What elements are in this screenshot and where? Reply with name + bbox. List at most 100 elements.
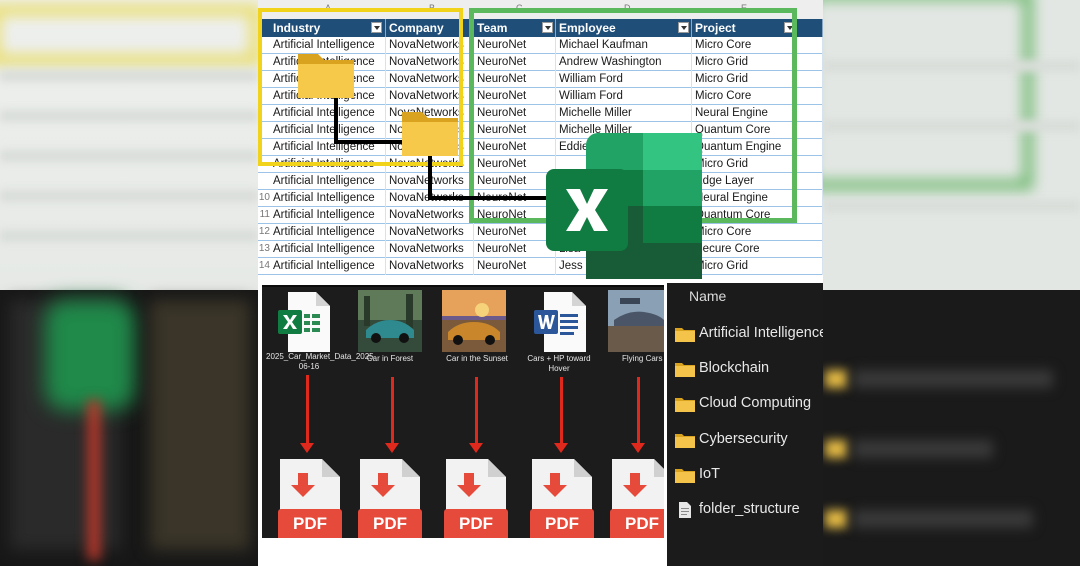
table-cell[interactable]: Artificial Intelligence <box>270 241 386 258</box>
excel-file-icon[interactable] <box>274 290 334 354</box>
filter-dropdown-icon[interactable] <box>542 22 553 33</box>
table-cell[interactable]: Andrew Washington <box>556 54 692 71</box>
table-cell[interactable]: Artificial Intelligence <box>270 122 386 139</box>
table-cell[interactable]: NeuroNet <box>474 37 556 54</box>
table-cell[interactable]: Artificial Intelligence <box>270 207 386 224</box>
table-cell[interactable]: Micro Core <box>692 37 823 54</box>
row-number[interactable]: 13 <box>258 243 270 254</box>
white-margin <box>258 285 262 538</box>
table-cell[interactable]: Micro Core <box>692 224 823 241</box>
folder-icon <box>402 112 458 156</box>
table-cell[interactable]: Micro Grid <box>692 258 823 275</box>
folder-list-item[interactable]: Cloud Computing <box>675 393 823 415</box>
table-cell[interactable]: Neural Engine <box>692 190 823 207</box>
file-icon <box>679 502 691 518</box>
pdf-file-icon[interactable]: PDF <box>530 457 594 538</box>
table-cell[interactable]: Micro Grid <box>692 71 823 88</box>
folder-name-label: Blockchain <box>699 360 770 376</box>
table-cell[interactable]: Artificial Intelligence <box>270 105 386 122</box>
table-cell[interactable]: Quantum Core <box>692 122 823 139</box>
folder-icon <box>675 398 695 412</box>
table-cell[interactable]: NeuroNet <box>474 54 556 71</box>
table-cell[interactable]: Micro Grid <box>692 156 823 173</box>
header-cell-employee[interactable]: Employee <box>556 19 692 37</box>
header-cell-industry[interactable]: Industry <box>270 19 386 37</box>
file-name-label: Flying Cars <box>622 354 663 363</box>
table-cell[interactable]: NovaNetworks <box>386 241 474 258</box>
file-name-label: 2025_Car_Market_Data_2025-06-16 <box>266 352 377 371</box>
folder-list-item[interactable]: folder_structure <box>675 499 823 521</box>
table-cell[interactable]: Artificial Intelligence <box>270 139 386 156</box>
filter-dropdown-icon[interactable] <box>678 22 689 33</box>
table-cell[interactable]: NovaNetworks <box>386 258 474 275</box>
folder-list-item[interactable]: IoT <box>675 464 823 486</box>
word-file-icon[interactable] <box>530 290 590 354</box>
flying-cars-thumbnail[interactable] <box>608 290 664 352</box>
table-cell[interactable]: NovaNetworks <box>386 207 474 224</box>
table-cell[interactable]: William Ford <box>556 71 692 88</box>
table-cell[interactable]: Secure Core <box>692 241 823 258</box>
table-cell[interactable]: Michael Kaufman <box>556 37 692 54</box>
table-cell[interactable]: NeuroNet <box>474 88 556 105</box>
pdf-label: PDF <box>545 514 579 533</box>
conversion-arrow <box>637 377 640 445</box>
conversion-arrow <box>391 377 394 445</box>
arrow-head-icon <box>385 443 399 453</box>
table-cell[interactable]: Quantum Engine <box>692 139 823 156</box>
table-cell[interactable]: Artificial Intelligence <box>270 190 386 207</box>
white-margin <box>258 538 667 566</box>
table-cell[interactable]: Artificial Intelligence <box>270 173 386 190</box>
tree-connector-line <box>334 140 404 144</box>
folder-icon <box>298 54 354 98</box>
pdf-label: PDF <box>373 514 407 533</box>
table-cell[interactable]: Artificial Intelligence <box>270 258 386 275</box>
row-number[interactable]: 11 <box>259 209 270 220</box>
folder-name-label: folder_structure <box>699 501 800 517</box>
table-cell[interactable]: Michelle Miller <box>556 105 692 122</box>
table-cell[interactable]: William Ford <box>556 88 692 105</box>
table-cell[interactable]: Edge Layer <box>692 173 823 190</box>
folder-icon <box>675 328 695 342</box>
pdf-file-icon[interactable]: PDF <box>444 457 508 538</box>
table-cell[interactable]: NeuroNet <box>474 241 556 258</box>
table-cell[interactable]: NeuroNet <box>474 156 556 173</box>
row-number[interactable]: 14 <box>258 260 270 271</box>
folder-list-item[interactable]: Blockchain <box>675 358 823 380</box>
row-number[interactable]: 12 <box>258 226 270 237</box>
pdf-file-icon[interactable]: PDF <box>278 457 342 538</box>
table-cell[interactable]: NeuroNet <box>474 258 556 275</box>
filter-dropdown-icon[interactable] <box>371 22 382 33</box>
blurred-left-background <box>0 0 258 566</box>
table-cell[interactable]: NeuroNet <box>474 139 556 156</box>
car-in-forest-thumbnail[interactable] <box>358 290 422 352</box>
folder-icon <box>675 469 695 483</box>
header-cell-team[interactable]: Team <box>474 19 556 37</box>
arrow-head-icon <box>469 443 483 453</box>
table-cell[interactable]: NeuroNet <box>474 224 556 241</box>
table-cell[interactable]: NeuroNet <box>474 71 556 88</box>
car-in-sunset-thumbnail[interactable] <box>442 290 506 352</box>
table-cell[interactable]: NovaNetworks <box>386 224 474 241</box>
pdf-label: PDF <box>459 514 493 533</box>
pdf-file-icon[interactable]: PDF <box>358 457 422 538</box>
table-cell[interactable]: Micro Core <box>692 88 823 105</box>
folder-icon <box>675 363 695 377</box>
folder-list-item[interactable]: Cybersecurity <box>675 429 823 451</box>
column-header-name[interactable]: Name <box>689 288 727 304</box>
folder-list-item[interactable]: Artificial Intelligence <box>675 323 823 345</box>
arrow-head-icon <box>300 443 314 453</box>
tree-connector-line <box>428 150 432 198</box>
pdf-file-icon[interactable]: PDF <box>610 457 664 538</box>
table-cell[interactable]: Artificial Intelligence <box>270 224 386 241</box>
table-cell[interactable]: Neural Engine <box>692 105 823 122</box>
folder-name-label: IoT <box>699 466 720 482</box>
table-cell[interactable]: NeuroNet <box>474 122 556 139</box>
spreadsheet: A B C D E Industry Company Team Employee… <box>258 0 823 285</box>
table-cell[interactable]: Artificial Intelligence <box>270 37 386 54</box>
table-cell[interactable]: Micro Grid <box>692 54 823 71</box>
table-cell[interactable]: NeuroNet <box>474 105 556 122</box>
row-number[interactable]: 10 <box>258 192 270 203</box>
